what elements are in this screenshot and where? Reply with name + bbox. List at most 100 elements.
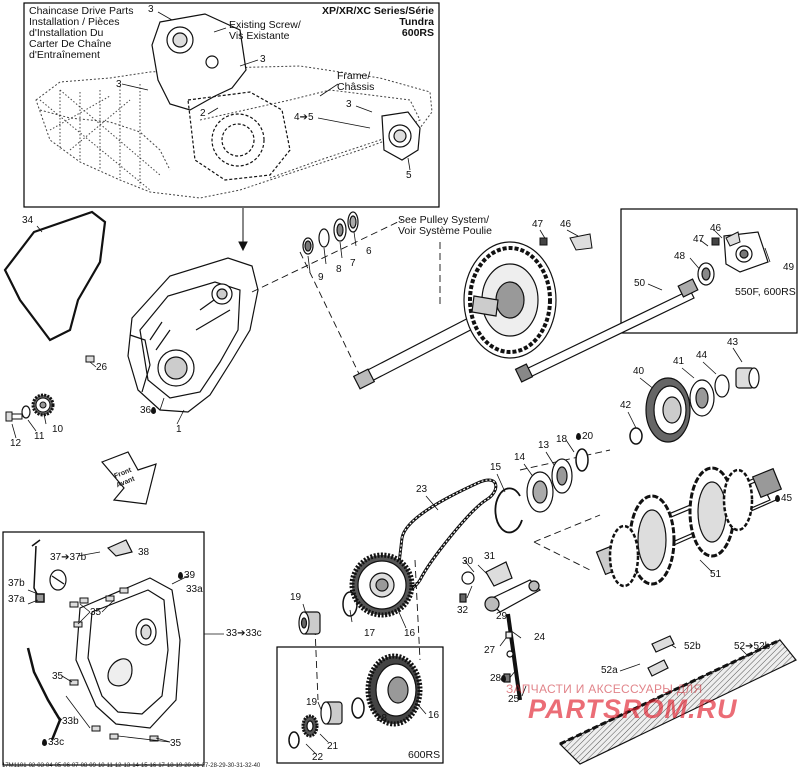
- label-16a: 16: [404, 628, 416, 639]
- washer-11: [21, 405, 31, 419]
- bearing-14: [526, 471, 554, 513]
- label-2: 2: [200, 108, 206, 119]
- label-24: 24: [534, 632, 546, 643]
- label-18b: 18: [376, 713, 388, 724]
- ring-15: [494, 487, 523, 534]
- series-title-1: XP/XR/XC Series/Série: [321, 5, 434, 17]
- label-41: 41: [673, 356, 685, 367]
- clip-46a: [569, 233, 593, 251]
- watermark-caption: ЗАПЧАСТИ И АКСЕССУАРЫ ДЛЯ: [506, 682, 703, 696]
- label-25: 25: [508, 694, 520, 705]
- inset-arrow: [238, 208, 248, 252]
- sprocket-shaft-51: [595, 466, 783, 588]
- label-4-to-5: 4➔5: [294, 112, 314, 123]
- chassis-frame-drawing: [35, 65, 433, 199]
- pulley-ref-2: Voir Système Poulie: [398, 225, 492, 237]
- bolt-26: [85, 355, 95, 363]
- label-37-to-37b: 37➔37b: [50, 552, 87, 563]
- inset-bearing-plate: [381, 111, 421, 161]
- label-36: 36: [140, 405, 157, 416]
- pulley-ref-1: See Pulley System/: [398, 214, 490, 226]
- label-3d: 3: [346, 99, 352, 110]
- series-title-3: 600RS: [401, 27, 434, 39]
- label-12: 12: [10, 438, 22, 449]
- label-37a: 37a: [8, 594, 25, 605]
- bushing-43: [735, 367, 760, 389]
- label-10: 10: [52, 424, 64, 435]
- label-33-to-33c: 33➔33c: [226, 628, 262, 639]
- label-20-text: 20: [582, 431, 594, 442]
- label-40: 40: [633, 366, 645, 377]
- bearing-41: [689, 379, 715, 417]
- bearing-19: [298, 611, 321, 635]
- grease-drop-icon: [576, 433, 581, 440]
- ring-22: [288, 731, 300, 749]
- label-3c: 3: [260, 54, 266, 65]
- label-35c: 35: [170, 738, 182, 749]
- label-14: 14: [514, 452, 526, 463]
- inset-caption-line-4: Carter De Chaîne: [29, 38, 112, 50]
- label-8: 8: [336, 264, 342, 275]
- label-45-text: 45: [781, 493, 793, 504]
- frame-label-1: Frame/: [337, 70, 371, 82]
- seal-18: [575, 448, 589, 472]
- track-guide-52: [558, 635, 797, 765]
- bearing-48: [697, 262, 715, 286]
- cover-bolts-35: [69, 587, 159, 742]
- label-31: 31: [484, 551, 496, 562]
- oil-drop-icon: [151, 407, 157, 414]
- sight-glass-37b: [49, 569, 67, 591]
- existing-screw-label-2: Vis Existante: [229, 30, 290, 42]
- oil-drop-icon-33c: [42, 739, 47, 746]
- ring-17: [342, 591, 358, 617]
- bearing-set-6-9: [302, 211, 359, 255]
- label-9: 9: [318, 272, 324, 283]
- label-37b: 37b: [8, 578, 25, 589]
- label-13: 13: [538, 440, 550, 451]
- ring-18b: [351, 697, 365, 719]
- label-39: 39: [178, 570, 195, 581]
- inset-chaincase-plate: [151, 13, 291, 181]
- inset-caption-line-3: d'Installation Du: [29, 27, 104, 39]
- label-27: 27: [484, 645, 496, 656]
- label-15: 15: [490, 462, 502, 473]
- frame-label-2: Châssis: [337, 81, 375, 93]
- label-38: 38: [138, 547, 150, 558]
- label-21: 21: [327, 741, 339, 752]
- clip-46b: [725, 231, 741, 247]
- existing-screw-label-1: Existing Screw/: [229, 19, 301, 31]
- label-22: 22: [312, 752, 324, 763]
- sprocket-16: [349, 552, 415, 618]
- label-49: 49: [783, 262, 795, 273]
- label-19b: 19: [306, 697, 318, 708]
- label-6: 6: [366, 246, 372, 257]
- watermark-brand: PARTSROM.RU: [528, 694, 738, 724]
- nut-47b: [711, 237, 720, 246]
- plug-38: [106, 539, 133, 557]
- label-20: 20: [576, 431, 593, 442]
- inset-caption-line-1: Chaincase Drive Parts: [29, 5, 134, 17]
- label-16b: 16: [428, 710, 440, 721]
- drive-pulley: [463, 241, 557, 359]
- label-5: 5: [406, 170, 412, 181]
- label-1: 1: [176, 424, 182, 435]
- tensioner-assembly: [459, 561, 541, 701]
- label-39-text: 39: [184, 570, 196, 581]
- label-3a: 3: [148, 4, 154, 15]
- oil-drop-icon-28: [501, 675, 507, 682]
- o-ring-42: [629, 427, 643, 445]
- label-43: 43: [727, 337, 739, 348]
- label-33c: 33c: [42, 737, 64, 748]
- label-51: 51: [710, 569, 722, 580]
- drive-chain-23: [396, 478, 498, 591]
- label-33c-text: 33c: [48, 737, 65, 748]
- label-34: 34: [22, 215, 34, 226]
- bottom-variant-frame: [276, 646, 444, 764]
- label-46b: 46: [710, 223, 722, 234]
- label-7: 7: [350, 258, 356, 269]
- label-35a: 35: [90, 607, 102, 618]
- label-32: 32: [457, 605, 469, 616]
- ring-44: [714, 374, 730, 398]
- label-30: 30: [462, 556, 474, 567]
